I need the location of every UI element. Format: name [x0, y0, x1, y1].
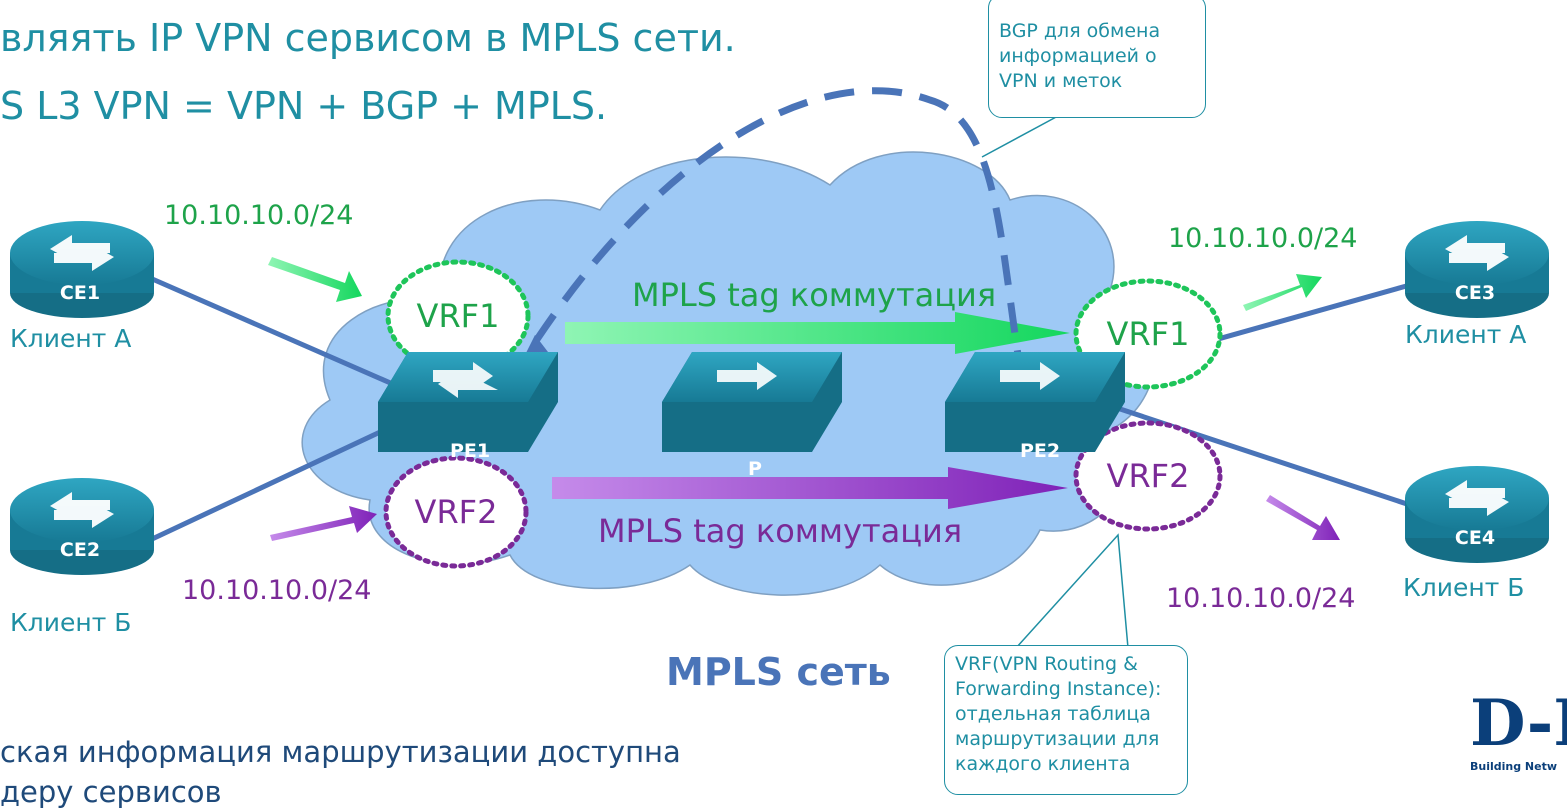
p-switch-icon [662, 352, 842, 452]
vrf1-pe2-label: VRF1 [1106, 315, 1190, 353]
purple-lsp-arrow [552, 467, 1068, 509]
bgp-callout-pointer [981, 115, 1059, 158]
green-lsp-arrow [565, 312, 1070, 354]
prefix-ce2: 10.10.10.0/24 [182, 575, 372, 606]
ce2-router-icon [10, 478, 154, 575]
route-arrow-ce4 [1266, 495, 1340, 540]
client-b-right: Клиент Б [1403, 573, 1525, 602]
ce1-label: CE1 [59, 282, 101, 304]
client-a-left: Клиент А [10, 324, 132, 353]
header-line-2: S L3 VPN = VPN + BGP + MPLS. [0, 84, 608, 128]
link-ce1-pe1 [148, 275, 397, 388]
footer-line-1: ская информация маршрутизации доступна [0, 735, 681, 769]
d-link-logo: D-Li Building Netw [1470, 688, 1567, 773]
pe1-switch-icon [378, 352, 558, 452]
ce4-router-icon [1405, 466, 1549, 563]
route-arrow-ce1 [268, 257, 362, 302]
pe2-switch-icon [945, 352, 1125, 452]
vrf2-pe2-label: VRF2 [1106, 457, 1190, 495]
bgp-callout: BGP для обмена информацией о VPN и меток [988, 0, 1206, 118]
network-diagram [10, 87, 1549, 649]
ce1-router-icon [10, 221, 154, 318]
purple-path-label: MPLS tag коммутация [598, 512, 963, 550]
mpls-network-label: MPLS сеть [666, 650, 891, 694]
green-path-label: MPLS tag коммутация [632, 276, 997, 314]
route-arrow-ce3 [1243, 274, 1322, 311]
ce2-label: CE2 [59, 539, 101, 561]
bgp-session-curve [527, 87, 1026, 381]
ce4-label: CE4 [1454, 527, 1496, 549]
ce3-label: CE3 [1454, 282, 1496, 304]
prefix-ce1: 10.10.10.0/24 [164, 200, 354, 231]
pe1-label: PE1 [449, 440, 491, 462]
ce3-router-icon [1405, 221, 1549, 318]
vrf2-pe1-circle [383, 455, 529, 569]
prefix-ce4: 10.10.10.0/24 [1166, 583, 1356, 614]
prefix-ce3: 10.10.10.0/24 [1168, 223, 1358, 254]
footer-line-2: деру сервисов [0, 775, 222, 809]
client-a-right: Клиент А [1405, 320, 1527, 349]
p-label: P [748, 458, 762, 480]
pe2-label: PE2 [1019, 440, 1061, 462]
header-line-1: вляять IP VPN сервисом в MPLS сети. [0, 16, 736, 60]
vrf2-pe1-label: VRF2 [414, 493, 498, 531]
vrf-callout-pointer [1015, 533, 1129, 649]
vrf1-pe1-label: VRF1 [416, 297, 500, 335]
route-arrow-ce2 [270, 506, 377, 541]
vrf-callout: VRF(VPN Routing & Forwarding Instance): … [944, 645, 1188, 795]
client-b-left: Клиент Б [10, 608, 132, 637]
vrf2-pe2-circle [1073, 420, 1223, 532]
link-ce2-pe1 [148, 422, 397, 543]
